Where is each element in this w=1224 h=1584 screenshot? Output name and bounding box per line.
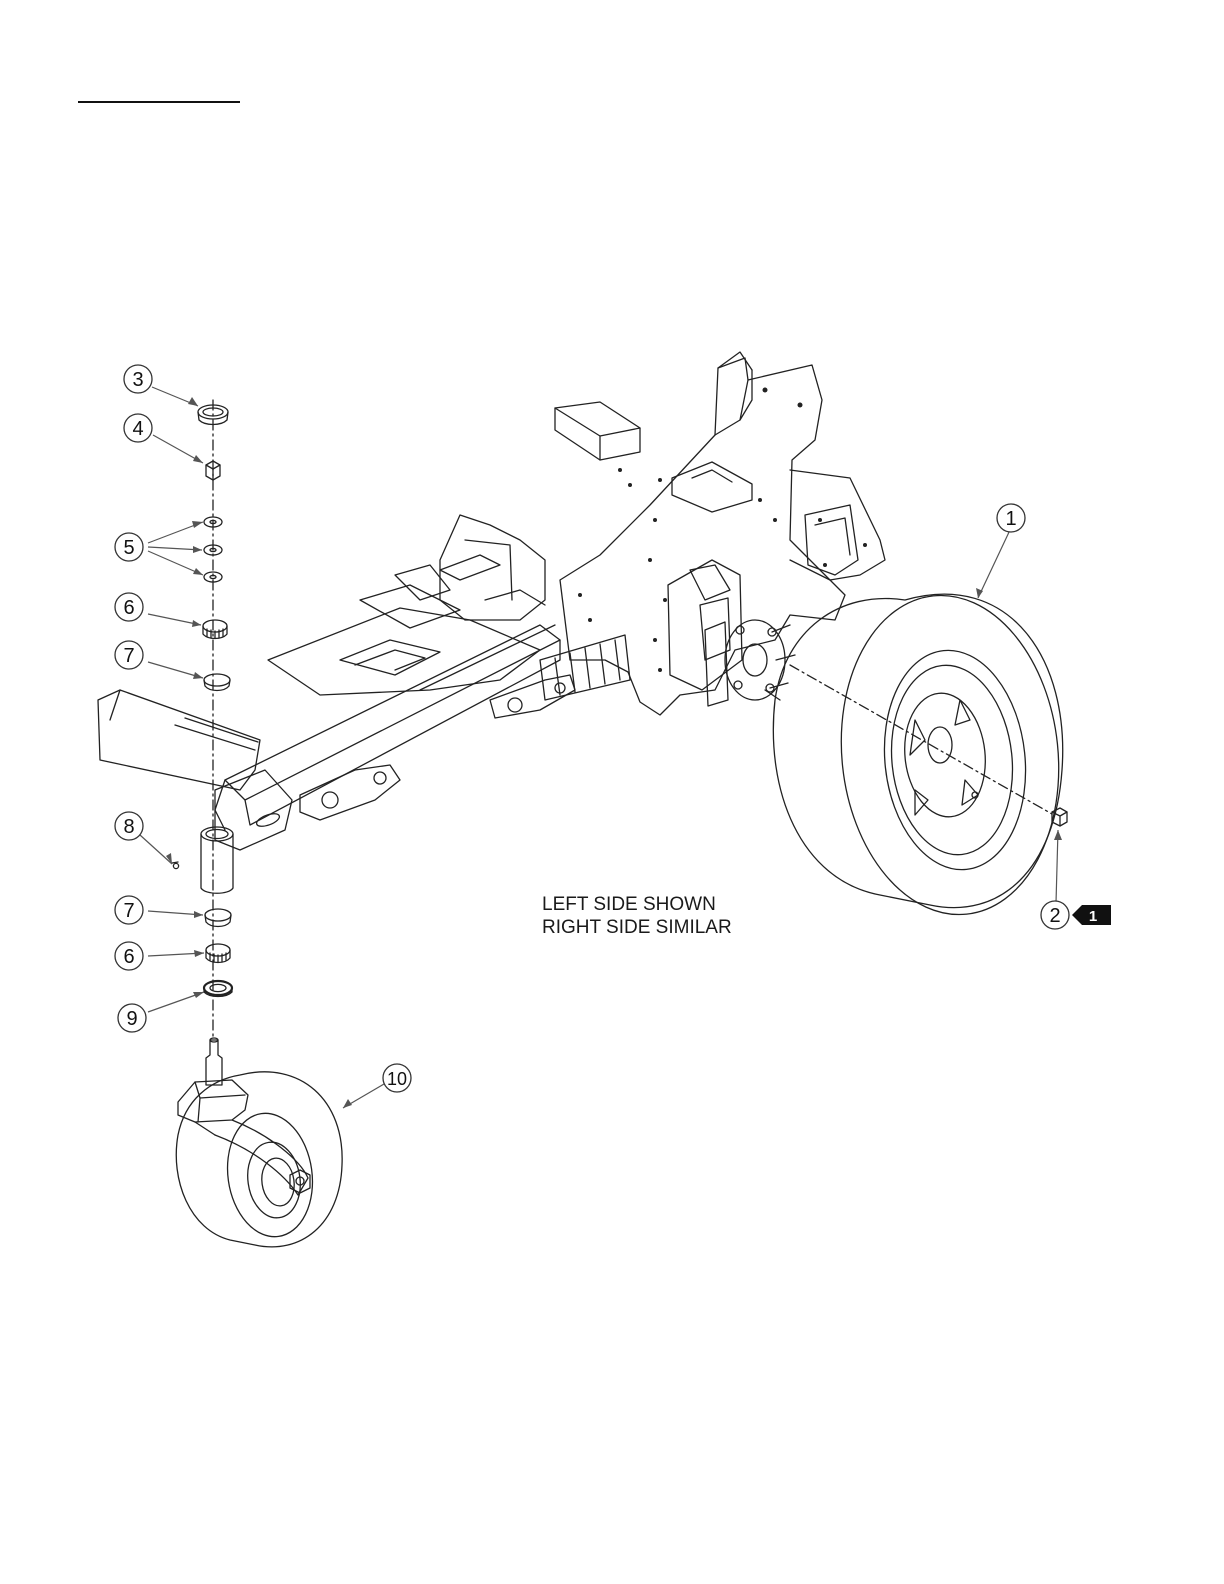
caster-tube bbox=[201, 827, 233, 893]
callout-3: 3 bbox=[124, 365, 152, 393]
svg-text:5: 5 bbox=[123, 537, 134, 559]
axle-centerline bbox=[790, 665, 1052, 814]
bearing-upper bbox=[203, 620, 227, 639]
torque-badge: 1 bbox=[1072, 905, 1111, 925]
svg-text:2: 2 bbox=[1049, 905, 1060, 927]
callout-5: 5 bbox=[115, 533, 143, 561]
callout-9: 9 bbox=[118, 1004, 146, 1032]
note-line-2: RIGHT SIDE SIMILAR bbox=[542, 916, 732, 939]
svg-text:4: 4 bbox=[132, 418, 143, 440]
leader-arrowheads bbox=[166, 397, 1062, 1108]
grease-fitting bbox=[172, 862, 179, 869]
bearing-lower bbox=[206, 944, 230, 963]
note-line-1: LEFT SIDE SHOWN bbox=[542, 893, 732, 916]
callout-7-lower: 7 bbox=[115, 896, 143, 924]
seal bbox=[204, 981, 232, 997]
callout-2: 2 bbox=[1041, 901, 1069, 929]
leader-lines bbox=[140, 387, 1058, 1108]
svg-text:9: 9 bbox=[126, 1008, 137, 1030]
callout-6-upper: 6 bbox=[115, 593, 143, 621]
caster-wheel bbox=[176, 1038, 342, 1247]
svg-text:1: 1 bbox=[1089, 908, 1097, 925]
callout-10: 10 bbox=[383, 1064, 411, 1092]
svg-text:1: 1 bbox=[1005, 508, 1016, 530]
callout-6-lower: 6 bbox=[115, 942, 143, 970]
callout-1: 1 bbox=[997, 504, 1025, 532]
callout-7-upper: 7 bbox=[115, 641, 143, 669]
callout-4: 4 bbox=[124, 414, 152, 442]
svg-text:8: 8 bbox=[123, 816, 134, 838]
svg-text:10: 10 bbox=[387, 1069, 407, 1089]
side-note: LEFT SIDE SHOWN RIGHT SIDE SIMILAR bbox=[542, 893, 732, 939]
svg-text:3: 3 bbox=[132, 369, 143, 391]
svg-text:6: 6 bbox=[123, 597, 134, 619]
drive-wheel bbox=[773, 585, 1074, 926]
svg-text:6: 6 bbox=[123, 946, 134, 968]
mower-frame bbox=[98, 352, 885, 850]
race-upper bbox=[204, 674, 230, 691]
race-lower bbox=[205, 909, 231, 927]
svg-text:7: 7 bbox=[123, 645, 134, 667]
svg-text:7: 7 bbox=[123, 900, 134, 922]
callout-8: 8 bbox=[115, 812, 143, 840]
